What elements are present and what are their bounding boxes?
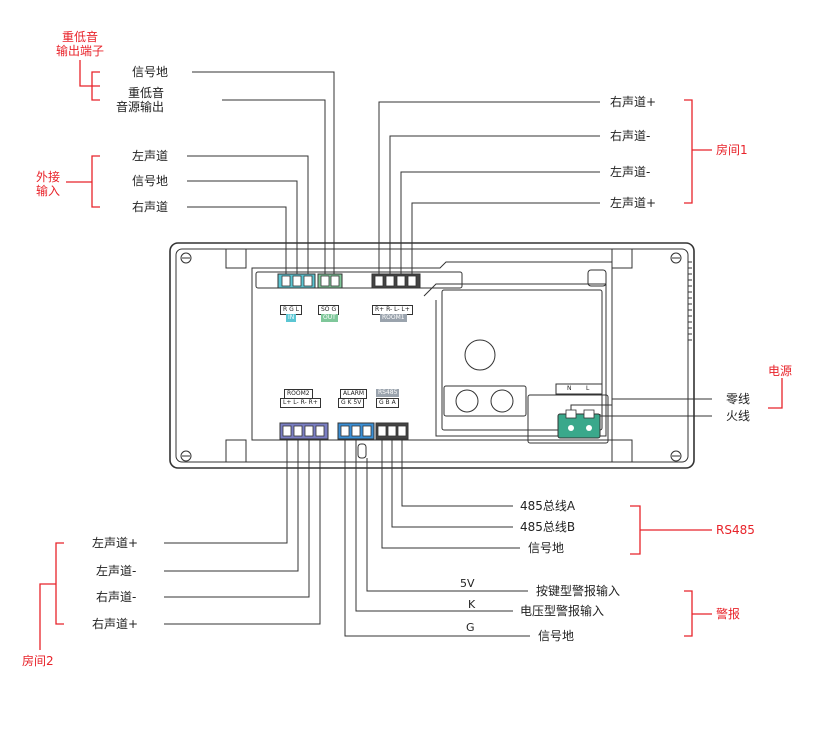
label-neutral: 零线 bbox=[726, 392, 751, 406]
device-n-label: N bbox=[567, 385, 572, 392]
terminal-power bbox=[557, 409, 601, 439]
label-subwoofer-out: 重低音 音源输出 bbox=[116, 86, 164, 114]
device-room1-tag: ROOM1 bbox=[380, 314, 407, 322]
label-live: 火线 bbox=[726, 409, 751, 423]
group-subwoofer-line2: 输出端子 bbox=[56, 44, 105, 58]
terminal-in bbox=[277, 273, 316, 289]
label-r1-left-minus: 左声道- bbox=[610, 165, 651, 179]
label-r1-right-minus: 右声道- bbox=[610, 129, 651, 143]
label-ext-ground: 信号地 bbox=[132, 174, 169, 188]
label-alarm-ground: 信号地 bbox=[538, 629, 575, 643]
group-room2: 房间2 bbox=[22, 654, 54, 668]
label-r2-right-minus: 右声道- bbox=[96, 590, 137, 604]
group-subwoofer-terminal: 重低音 输出端子 bbox=[56, 30, 104, 58]
device-rs485-tag: RS485 bbox=[376, 389, 400, 397]
label-r2-left-plus: 左声道+ bbox=[92, 536, 139, 550]
label-r1-left-plus: 左声道+ bbox=[610, 196, 657, 210]
group-subwoofer-line1: 重低音 bbox=[62, 30, 99, 44]
device-body bbox=[169, 242, 695, 469]
device-l-label: L bbox=[586, 385, 590, 392]
terminal-rs485 bbox=[375, 422, 409, 440]
group-room1: 房间1 bbox=[716, 143, 748, 157]
leader-lines bbox=[164, 71, 712, 637]
label-ext-right: 右声道 bbox=[132, 200, 169, 214]
signal-k: K bbox=[468, 598, 476, 611]
label-ext-left: 左声道 bbox=[132, 149, 169, 163]
label-signal-ground-top: 信号地 bbox=[132, 65, 169, 79]
group-external-input: 外接 输入 bbox=[36, 170, 60, 198]
group-alarm: 警报 bbox=[716, 607, 741, 621]
device-room2-pins: L+ L- R- R+ bbox=[280, 398, 321, 408]
group-brackets bbox=[39, 60, 783, 650]
device-in-tag: IN bbox=[286, 314, 297, 322]
device-alarm-pins: G K 5V bbox=[338, 398, 365, 408]
group-power: 电源 bbox=[768, 364, 793, 378]
signal-g: G bbox=[466, 621, 475, 634]
terminal-room1 bbox=[371, 273, 421, 289]
label-bus-b: 485总线B bbox=[520, 520, 576, 534]
label-r2-right-plus: 右声道+ bbox=[92, 617, 139, 631]
label-subwoofer-out-line1: 重低音 bbox=[128, 86, 165, 100]
terminal-room2 bbox=[279, 422, 329, 440]
signal-5v: 5V bbox=[460, 577, 475, 590]
group-rs485: RS485 bbox=[716, 523, 755, 537]
label-r2-left-minus: 左声道- bbox=[96, 564, 137, 578]
cable-post bbox=[357, 443, 367, 459]
terminal-alarm bbox=[337, 422, 375, 440]
terminal-out bbox=[317, 273, 343, 289]
screw-icons bbox=[180, 252, 682, 462]
label-subwoofer-out-line2: 音源输出 bbox=[116, 100, 165, 114]
group-external-line1: 外接 bbox=[36, 170, 61, 184]
group-external-line2: 输入 bbox=[36, 184, 61, 198]
device-out-tag: OUT bbox=[321, 314, 338, 322]
label-rs-ground: 信号地 bbox=[528, 541, 565, 555]
label-bus-a: 485总线A bbox=[520, 499, 576, 513]
label-volt-alarm: 电压型警报输入 bbox=[520, 604, 605, 618]
label-key-alarm: 按键型警报输入 bbox=[536, 584, 621, 598]
label-r1-right-plus: 右声道+ bbox=[610, 95, 657, 109]
device-rs485-pins: G B A bbox=[376, 398, 399, 408]
